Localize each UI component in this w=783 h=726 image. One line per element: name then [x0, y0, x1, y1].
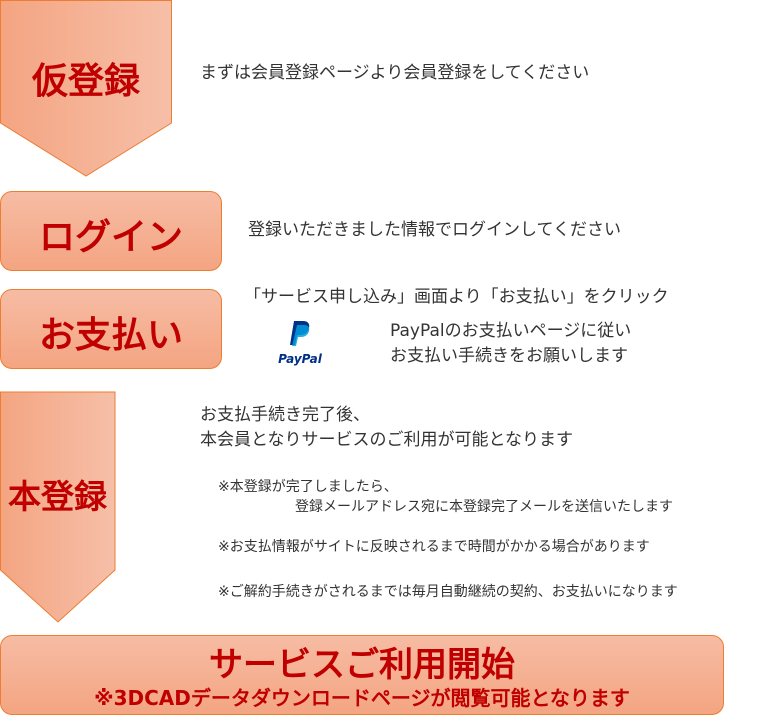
step-desc-provisional: まずは会員登録ページより会員登録をしてください: [200, 63, 590, 83]
step-arrow-registration: [0, 391, 116, 623]
step-desc-payment: 「サービス申し込み」画面より「お支払い」をクリック: [244, 287, 669, 307]
step-desc-registration-1: お支払手続き完了後、: [200, 405, 370, 425]
paypal-logo-text: PayPal: [278, 352, 322, 366]
step-box-login: [0, 191, 222, 271]
step-desc-registration-2: 本会員となりサービスのご利用が可能となります: [200, 430, 573, 450]
step-label-provisional: 仮登録: [31, 61, 140, 102]
final-subtitle: ※3DCADデータダウンロードページが閲覧可能となります: [94, 686, 630, 710]
step-label-payment: お支払い: [38, 315, 183, 356]
note-1-line1: ※本登録が完了しましたら、: [218, 479, 398, 495]
step-arrow-provisional: [0, 0, 172, 177]
step-label-login: ログイン: [38, 217, 183, 258]
note-1-line2: 登録メールアドレス宛に本登録完了メールを送信いたします: [295, 499, 673, 515]
paypal-instruction-2: お支払い手続きをお願いします: [390, 346, 628, 366]
step-box-payment: [0, 289, 222, 369]
note-2: ※お支払情報がサイトに反映されるまで時間がかかる場合があります: [218, 539, 650, 555]
step-label-registration: 本登録: [8, 477, 107, 516]
paypal-icon: [290, 321, 310, 346]
paypal-logo: PayPal: [272, 318, 328, 366]
final-box: [0, 635, 724, 715]
step-desc-login: 登録いただきました情報でログインしてください: [248, 220, 621, 240]
paypal-instruction-1: PayPalのお支払いページに従い: [390, 321, 632, 341]
note-3: ※ご解約手続きがされるまでは毎月自動継続の契約、お支払いになります: [218, 584, 678, 600]
final-title: サービスご利用開始: [209, 645, 515, 685]
